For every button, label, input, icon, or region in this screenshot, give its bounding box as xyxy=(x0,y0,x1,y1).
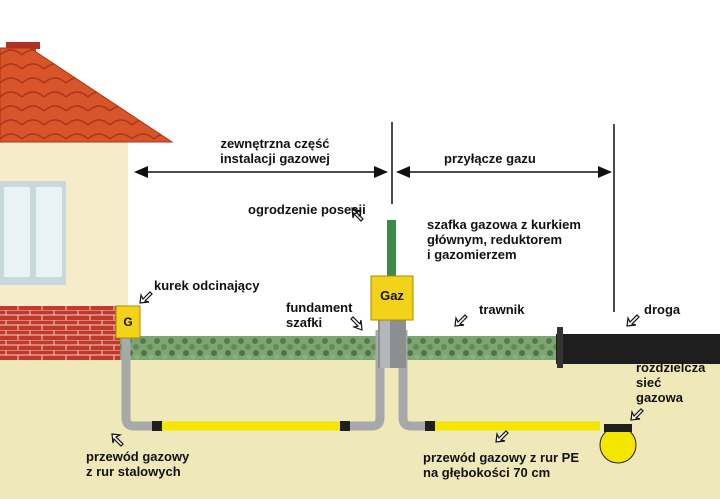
pointer-arrow-icon xyxy=(111,433,124,447)
label-external-part: zewnętrzna część instalacji gazowej xyxy=(220,136,330,166)
label-pe-pipe: przewód gazowy z rur PE na głębokości 70… xyxy=(423,450,580,480)
distribution-main-pipe xyxy=(599,426,637,464)
pointer-arrow-icon xyxy=(350,316,363,331)
label-distribution-network: rozdzielcza sieć gazowa xyxy=(636,360,706,405)
fence-post xyxy=(387,220,396,280)
label-cabinet-foundation: fundament szafki xyxy=(286,300,353,330)
grass-strip xyxy=(120,336,560,360)
pointer-arrow-icon xyxy=(630,408,644,421)
gas-cabinet xyxy=(370,275,414,321)
label-lawn: trawnik xyxy=(479,302,525,317)
pointer-arrow-icon xyxy=(139,291,153,304)
dimension-arrow-icon xyxy=(134,166,388,178)
valve-box xyxy=(115,305,141,339)
road xyxy=(556,334,720,364)
pointer-arrow-icon xyxy=(495,430,509,443)
label-cabinet-description: szafka gazowa z kurkiem głównym, redukto… xyxy=(427,217,581,262)
label-steel-pipe: przewód gazowy z rur stalowych xyxy=(86,449,190,479)
pe-pipe xyxy=(398,330,600,431)
pointer-arrow-icon xyxy=(351,207,364,222)
pointer-arrow-icon xyxy=(626,314,640,327)
label-connection: przyłącze gazu xyxy=(444,151,536,166)
dimension-arrow-icon xyxy=(396,166,612,178)
pointer-arrow-icon xyxy=(454,314,468,327)
label-fence: ogrodzenie posesji xyxy=(248,202,366,217)
label-shutoff-valve: kurek odcinający xyxy=(154,278,260,293)
cabinet-sign: Gaz xyxy=(380,288,404,303)
valve-box-sign: G xyxy=(123,315,133,329)
house-roof xyxy=(0,47,174,143)
brick-base xyxy=(0,306,120,360)
label-road: droga xyxy=(644,302,681,317)
